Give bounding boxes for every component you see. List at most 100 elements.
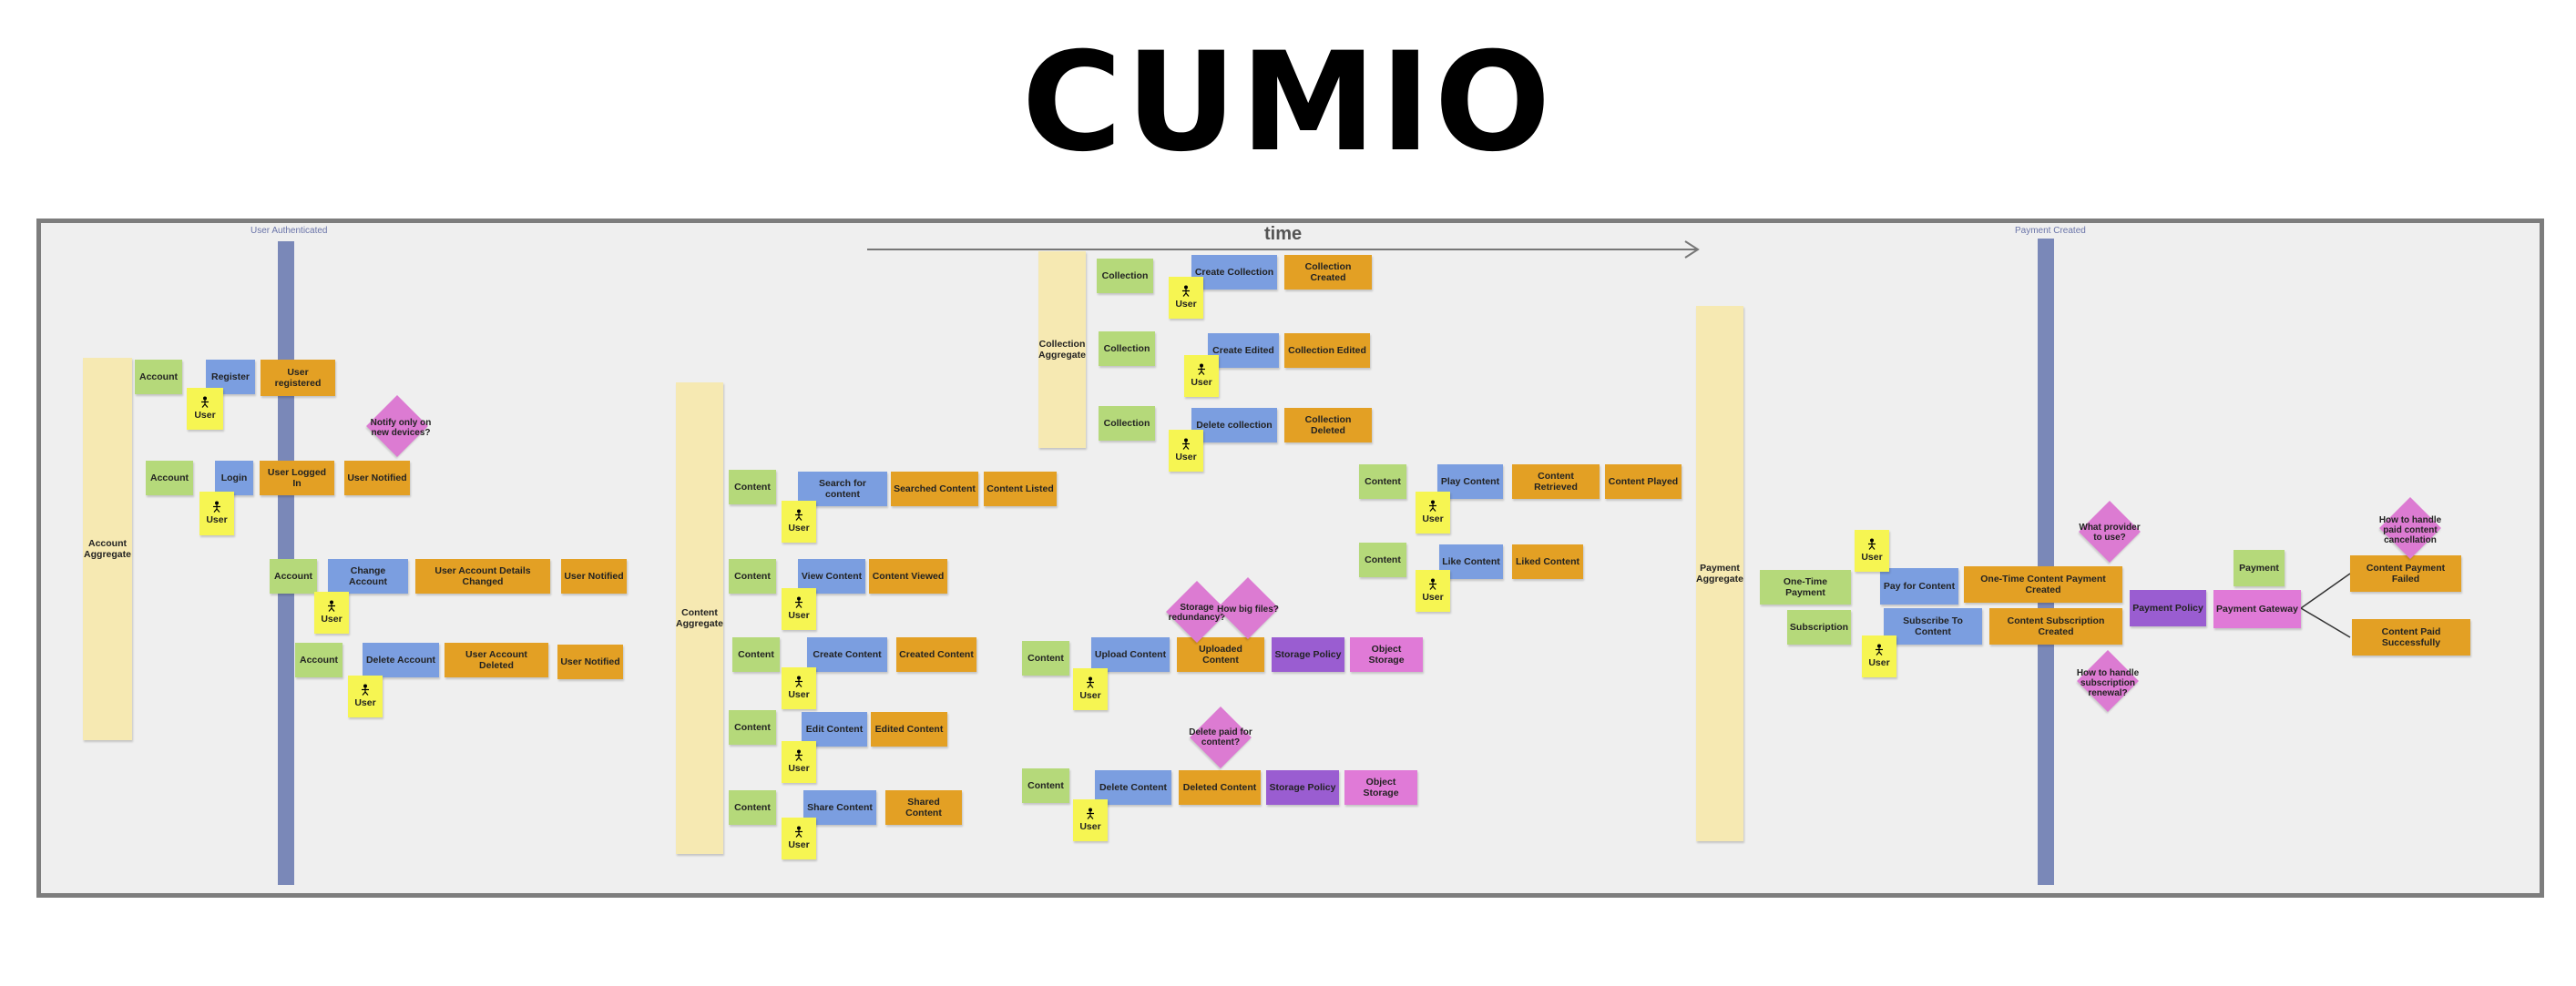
user-icon (1182, 438, 1190, 450)
storage-delete-user: User (1073, 799, 1108, 841)
collection-edit-event: Collection Edited (1284, 333, 1370, 368)
content-search-command: Search for content (798, 472, 887, 506)
user-icon (328, 600, 335, 612)
storage-delete-policy: Storage Policy (1266, 770, 1339, 805)
play-event-retrieved: Content Retrieved (1512, 464, 1600, 499)
payment-policy: Payment Policy (2130, 590, 2206, 626)
content-search-user: User (782, 501, 816, 543)
content-share-actor: Content (729, 790, 776, 825)
collection-delete-command: Delete collection (1191, 408, 1277, 442)
collection-edit-command: Create Edited (1208, 333, 1279, 368)
storage-upload-external: Object Storage (1350, 637, 1423, 672)
content-view-event: Content Viewed (869, 559, 947, 594)
content-edit-event: Edited Content (871, 712, 947, 747)
content-create-actor: Content (732, 637, 780, 672)
user-icon (795, 826, 802, 838)
hotspot-provider-text: What provider to use? (2079, 523, 2141, 543)
account-delete-event-notified: User Notified (557, 645, 623, 679)
content-create-user: User (782, 667, 816, 709)
collection-delete-actor: Collection (1099, 406, 1155, 441)
collection-create-event: Collection Created (1284, 255, 1372, 290)
account-delete-actor: Account (295, 643, 342, 677)
account-login-event-notified: User Notified (344, 461, 410, 495)
payment-subscription-event: Content Subscription Created (1989, 608, 2122, 645)
account-aggregate: Account Aggregate (83, 358, 132, 740)
account-register-event: User registered (261, 360, 335, 396)
account-register-command: Register (206, 360, 255, 394)
timeline-label: time (1264, 224, 1303, 244)
payment-failed-event: Content Payment Failed (2350, 555, 2461, 592)
payment-success-event: Content Paid Successfully (2352, 619, 2470, 656)
collection-edit-actor: Collection (1099, 331, 1155, 366)
hotspot-paid-text: Delete paid for content? (1189, 727, 1252, 747)
content-edit-actor: Content (729, 710, 776, 745)
collection-delete-event: Collection Deleted (1284, 408, 1372, 442)
payment-aggregate: Payment Aggregate (1696, 306, 1743, 841)
storage-delete-command: Delete Content (1095, 770, 1171, 805)
boundary-payment-created (2038, 239, 2054, 885)
content-create-event: Created Content (896, 637, 976, 672)
play-actor: Content (1359, 464, 1406, 499)
user-icon (1182, 285, 1190, 297)
like-event: Liked Content (1512, 544, 1583, 579)
collection-aggregate: Collection Aggregate (1038, 251, 1086, 448)
play-command: Play Content (1437, 464, 1503, 499)
user-icon (1429, 500, 1436, 512)
storage-upload-event: Uploaded Content (1177, 637, 1264, 672)
account-login-actor: Account (146, 461, 193, 495)
storage-upload-user: User (1073, 668, 1108, 710)
content-search-event: Searched Content (891, 472, 978, 506)
collection-create-user: User (1169, 277, 1203, 319)
play-user: User (1416, 492, 1450, 534)
payment-gateway-actor: Payment (2234, 550, 2285, 586)
content-edit-command: Edit Content (802, 712, 867, 747)
content-aggregate: Content Aggregate (676, 382, 723, 854)
account-change-command: Change Account (328, 559, 408, 594)
payment-subscription-actor: Subscription (1787, 610, 1851, 645)
storage-upload-command: Upload Content (1091, 637, 1170, 672)
like-command: Like Content (1439, 544, 1503, 579)
timeline-arrow (867, 240, 1700, 259)
user-icon (795, 749, 802, 761)
content-view-actor: Content (729, 559, 776, 594)
play-event-played: Content Played (1605, 464, 1682, 499)
payment-subscription-command: Subscribe To Content (1884, 608, 1982, 645)
user-icon (1087, 808, 1094, 819)
content-share-user: User (782, 818, 816, 859)
account-delete-event: User Account Deleted (445, 643, 548, 677)
hotspot-notify-text: Notify only on new devices? (370, 418, 432, 438)
boundary-label-user-authenticated: User Authenticated (250, 226, 328, 236)
storage-delete-event: Deleted Content (1179, 770, 1261, 805)
like-actor: Content (1359, 543, 1406, 577)
content-create-command: Create Content (807, 637, 887, 672)
account-login-command: Login (215, 461, 253, 495)
hotspot-renewal-text: How to handle subscription renewal? (2076, 667, 2140, 698)
content-search-actor: Content (729, 470, 776, 504)
hotspot-size-text: How big files? (1217, 604, 1279, 615)
storage-upload-policy: Storage Policy (1272, 637, 1344, 672)
payment-onetime-actor: One-Time Payment (1760, 570, 1851, 605)
content-view-user: User (782, 588, 816, 630)
payment-gateway: Payment Gateway (2213, 590, 2301, 628)
collection-create-command: Create Collection (1191, 255, 1277, 290)
hotspot-redundancy-text: Storage redundancy? (1168, 603, 1226, 623)
collection-delete-user: User (1169, 430, 1203, 472)
storage-delete-actor: Content (1022, 768, 1069, 803)
user-icon (201, 396, 209, 408)
account-delete-command: Delete Account (363, 643, 439, 677)
account-delete-user: User (348, 676, 383, 717)
gateway-branch-lines (2301, 573, 2351, 638)
collection-edit-user: User (1184, 355, 1219, 397)
user-icon (213, 501, 220, 513)
content-edit-user: User (782, 741, 816, 783)
user-icon (1876, 644, 1883, 656)
payment-onetime-event: One-Time Content Payment Created (1964, 566, 2122, 603)
user-icon (1198, 363, 1205, 375)
user-icon (362, 684, 369, 696)
content-share-event: Shared Content (885, 790, 962, 825)
payment-onetime-command: Pay for Content (1880, 568, 1958, 605)
account-change-actor: Account (270, 559, 317, 594)
content-view-command: View Content (798, 559, 865, 594)
hotspot-cancel-text: How to handle paid content cancellation (2378, 514, 2442, 545)
user-icon (1868, 538, 1876, 550)
